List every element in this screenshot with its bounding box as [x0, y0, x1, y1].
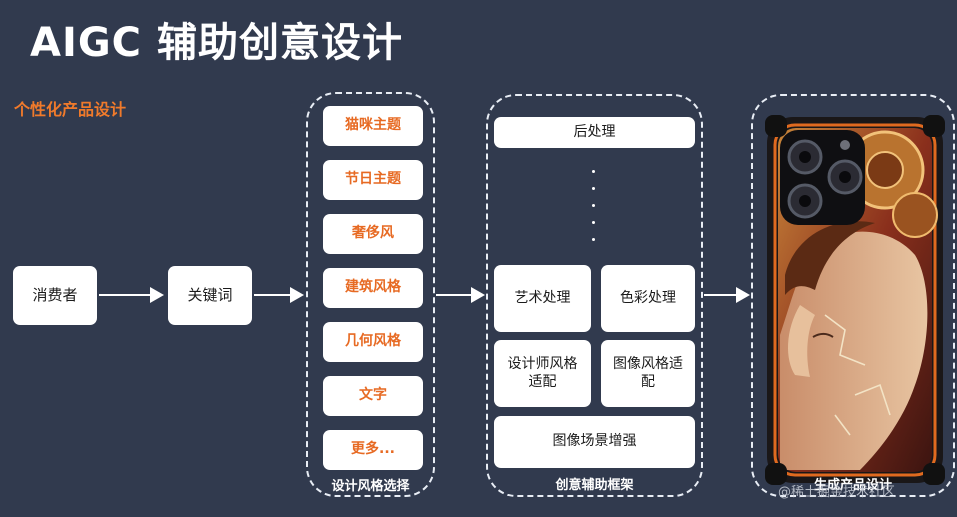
ellipsis-dot [592, 204, 595, 207]
style-option-architecture[interactable]: 建筑风格 [323, 268, 423, 308]
consumer-box: 消费者 [13, 266, 97, 325]
designer-style-box: 设计师风格适配 [494, 340, 591, 407]
color-processing-box: 色彩处理 [601, 265, 695, 332]
style-option-text[interactable]: 文字 [323, 376, 423, 416]
output-caption: 生成产品设计 [813, 478, 892, 493]
style-option-festival[interactable]: 节日主题 [323, 160, 423, 200]
ellipsis-dot [592, 170, 595, 173]
output-group [751, 94, 955, 497]
ellipsis-dot [592, 221, 595, 224]
scene-enhance-box: 图像场景增强 [494, 416, 695, 468]
watermark: @稀土掘金技术社区 [778, 485, 896, 500]
image-style-box: 图像风格适配 [601, 340, 695, 407]
ellipsis-dot [592, 187, 595, 190]
post-processing-box: 后处理 [494, 117, 695, 148]
style-option-more[interactable]: 更多... [323, 430, 423, 470]
art-processing-box: 艺术处理 [494, 265, 591, 332]
style-option-cat[interactable]: 猫咪主题 [323, 106, 423, 146]
creative-framework-group [486, 94, 703, 497]
style-option-luxury[interactable]: 奢侈风 [323, 214, 423, 254]
creative-framework-caption: 创意辅助框架 [555, 478, 634, 493]
page-title: AIGC 辅助创意设计 [30, 20, 403, 66]
phone-case-image [765, 115, 945, 485]
section-subtitle: 个性化产品设计 [14, 100, 127, 119]
style-selection-group [306, 92, 435, 497]
style-selection-caption: 设计风格选择 [331, 479, 410, 494]
keyword-box: 关键词 [168, 266, 252, 325]
style-option-geometric[interactable]: 几何风格 [323, 322, 423, 362]
ellipsis-dot [592, 238, 595, 241]
